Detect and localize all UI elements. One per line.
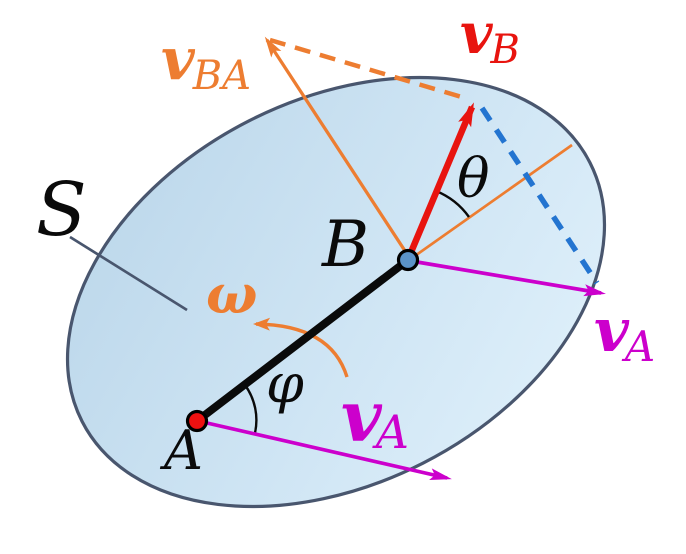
label-va-right: vA (594, 296, 655, 371)
phi-angle-arc (244, 384, 258, 434)
vector-vba (264, 36, 411, 258)
label-vb: vB (460, 1, 520, 73)
label-point-b: B (321, 208, 369, 282)
va-lower-symbol: v (341, 375, 383, 458)
point-a-dot (185, 409, 209, 433)
label-phi: φ (266, 352, 304, 415)
ab-extension-line (411, 143, 573, 260)
label-s: S (36, 167, 87, 253)
parallelogram-dashed-blue (479, 106, 600, 285)
rod-ab (193, 256, 412, 425)
label-omega: ω (206, 262, 257, 326)
vector-va-at-a (206, 421, 452, 481)
vb-symbol: v (460, 1, 494, 67)
vba-symbol: v (161, 25, 196, 93)
omega-rotation-arrow (253, 317, 349, 378)
vector-va-at-b (416, 260, 606, 297)
vector-vb (406, 102, 475, 259)
parallelogram-dashed-orange (269, 37, 466, 101)
label-va-lower: vA (341, 375, 409, 459)
va-right-subscript: A (621, 322, 655, 371)
va-right-symbol: v (594, 296, 630, 366)
s-leader-line (69, 235, 188, 312)
label-point-a: A (159, 419, 203, 482)
va-lower-subscript: A (372, 405, 409, 459)
label-vba: vBA (161, 25, 251, 99)
vb-subscript: B (490, 27, 520, 73)
point-b-dot (396, 248, 420, 272)
vba-subscript: BA (192, 53, 251, 99)
label-theta: θ (457, 147, 490, 210)
